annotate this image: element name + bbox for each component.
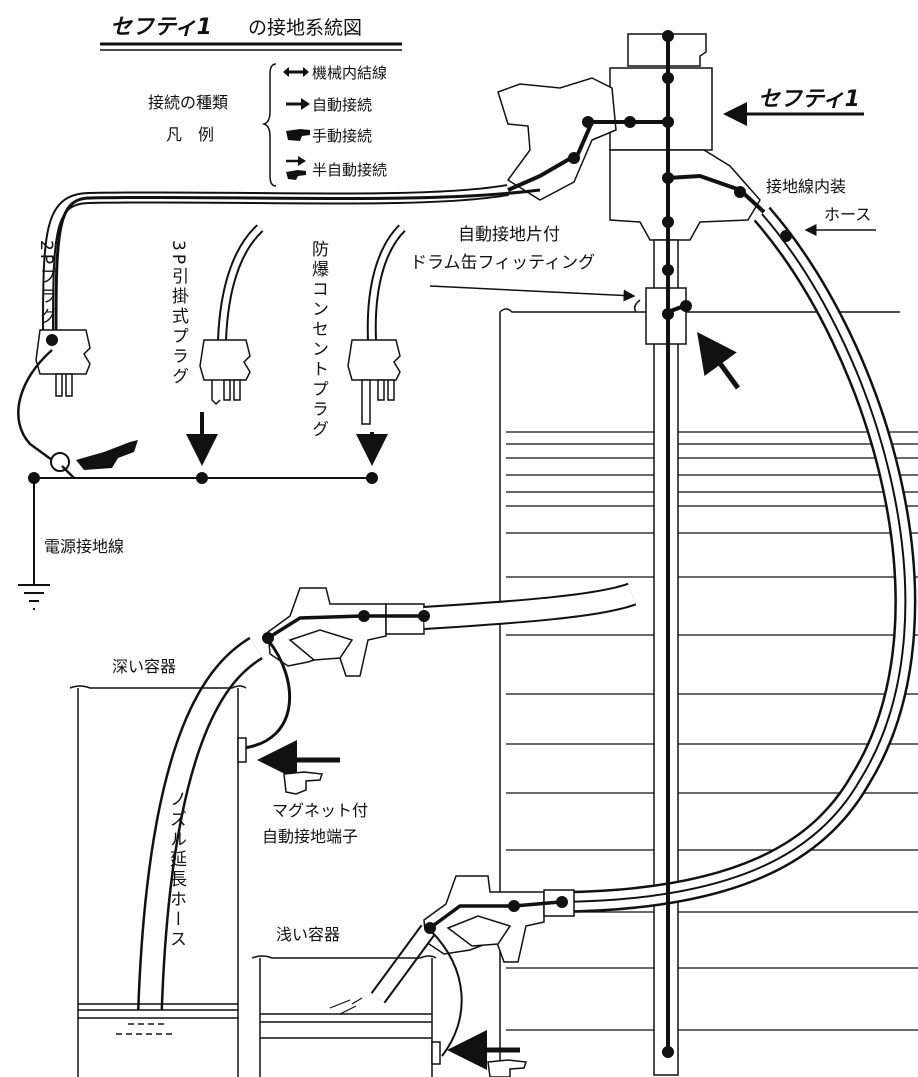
- hose-inner: [559, 206, 917, 913]
- nozzle-upper: [267, 587, 425, 677]
- arrow-hand-icon: [286, 156, 306, 180]
- diagram-title: セフティ1 の接地系統図: [100, 15, 402, 51]
- legend-item-label: 手動接続: [312, 127, 372, 145]
- ground-bus: [17, 349, 374, 610]
- plug-3p: [199, 339, 251, 406]
- nozzle-lower: [423, 875, 575, 963]
- pump-head: [497, 33, 761, 241]
- title-suffix: の接地系統図: [248, 17, 362, 39]
- pointing-hand-icon: [283, 771, 528, 1077]
- legend-heading-line1: 接続の種類: [148, 93, 228, 112]
- label-drum-fitting-line2: ドラム缶フィッティング: [410, 253, 595, 273]
- label-deep-container: 深い容器: [112, 657, 176, 676]
- nozzle-extension-hose: [137, 636, 263, 1011]
- pointing-hand-icon: [286, 129, 310, 141]
- label-magnet-line2: 自動接地端子: [262, 827, 358, 846]
- pointing-hand-icon: [76, 440, 138, 470]
- label-nozzle-extension: ノズル延長ホース: [166, 790, 187, 950]
- label-drum-fitting-line1: 自動接地片付: [458, 225, 560, 245]
- legend-item-label: 半自動接続: [312, 161, 387, 179]
- legend-heading-line2: 凡 例: [166, 125, 214, 144]
- legend-item-label: 機械内結線: [312, 64, 387, 82]
- callout-arrows: [257, 224, 876, 1070]
- side-brand: セフティ1: [723, 87, 864, 126]
- label-power-ground: 電源接地線: [44, 537, 124, 556]
- double-arrow-icon: [283, 67, 309, 77]
- deep-container: [69, 685, 247, 1077]
- bus-arrows: [186, 412, 388, 466]
- plug-2p: [35, 329, 91, 397]
- label-plug-2p: 2Pプラグ: [36, 240, 56, 327]
- label-shallow-container: 浅い容器: [276, 925, 340, 944]
- label-hose-inner-line1: 接地線内装: [766, 177, 846, 196]
- label-explosion-proof: 防爆コンセントプラグ: [308, 240, 329, 440]
- label-hose-inner-line2: ホース: [824, 205, 871, 224]
- nozzle-lower-spout: [370, 924, 436, 1004]
- labels: 2Pプラグ 3P引掛式プラグ 防爆コンセントプラグ 電源接地線 接地線内装 ホー…: [36, 177, 871, 950]
- hose-to-nozzle-upper: [423, 582, 637, 630]
- plug-cords: [217, 224, 406, 341]
- svg-text:セフティ1: セフティ1: [758, 87, 860, 112]
- connection-dots: [28, 30, 792, 1058]
- plug-explosion-proof: [347, 339, 401, 425]
- shallow-container: [251, 955, 441, 1077]
- pump-tube: [633, 239, 687, 1076]
- drum: [499, 308, 918, 1077]
- label-plug-3p: 3P引掛式プラグ: [168, 240, 189, 387]
- legend-item-label: 自動接続: [312, 96, 372, 114]
- legend: 接続の種類 凡 例 機械内結線 自動接続 手動接続 半自動接続: [148, 63, 387, 187]
- title-brand: セフティ1: [110, 15, 212, 40]
- legend-brace: [261, 63, 277, 187]
- arrow-right-icon: [286, 98, 310, 110]
- label-magnet-line1: マグネット付: [272, 801, 368, 820]
